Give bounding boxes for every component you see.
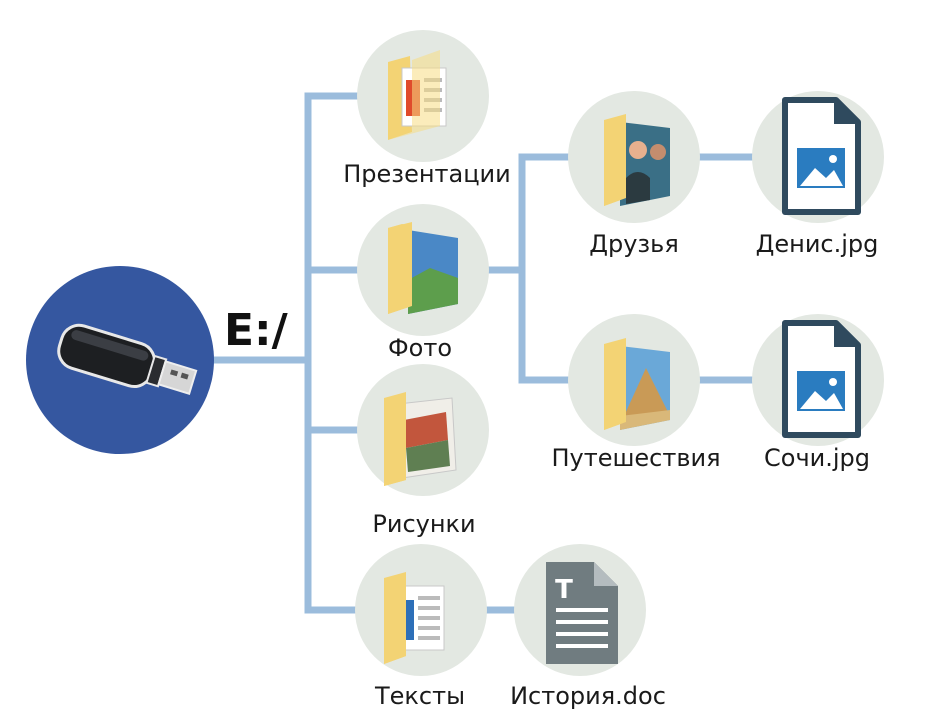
doc-letter: T (555, 575, 573, 605)
folder-label-travel: Путешествия (551, 444, 721, 472)
folder-label-drawings: Рисунки (372, 510, 476, 538)
folder-node-travel[interactable] (568, 314, 700, 446)
folder-label-friends: Друзья (589, 230, 679, 258)
drive-label: E:/ (224, 305, 288, 356)
file-label-history: История.doc (510, 682, 666, 710)
file-node-sochi[interactable] (752, 314, 884, 446)
folder-travel-icon (604, 338, 670, 430)
folder-texts-icon (384, 572, 445, 664)
file-label-sochi: Сочи.jpg (764, 444, 870, 472)
folder-node-drawings[interactable] (357, 364, 489, 496)
folder-node-friends[interactable] (568, 91, 700, 223)
folder-label-presentations: Презентации (343, 160, 511, 188)
folder-drawings-icon (384, 392, 457, 486)
folder-label-photo: Фото (387, 334, 453, 362)
drive-node[interactable] (26, 266, 214, 454)
image-file-icon (782, 97, 861, 215)
folder-node-texts[interactable] (355, 544, 487, 676)
text-document-icon: T (546, 562, 618, 664)
folder-node-presentations[interactable] (357, 30, 489, 162)
file-node-history[interactable]: T (514, 544, 646, 676)
folder-photo-icon (388, 222, 458, 314)
connectors (206, 92, 756, 614)
image-file-icon (782, 320, 861, 438)
usb-drive-icon (57, 323, 198, 395)
folder-presentation-icon (388, 50, 447, 140)
file-node-denis[interactable] (752, 91, 884, 223)
folder-node-photo[interactable] (357, 204, 489, 336)
file-label-denis: Денис.jpg (755, 230, 879, 258)
folder-label-texts: Тексты (374, 682, 466, 710)
folder-friends-icon (604, 114, 670, 206)
